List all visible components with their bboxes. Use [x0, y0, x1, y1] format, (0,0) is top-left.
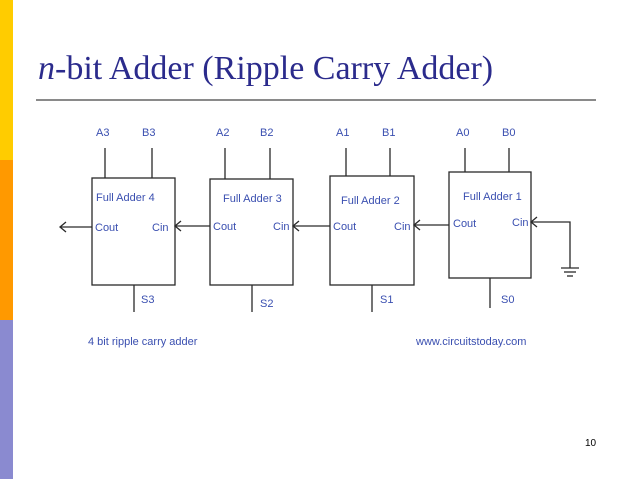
sum-label: S0	[501, 294, 514, 306]
cout-label: Cout	[95, 222, 118, 234]
cout-label: Cout	[213, 221, 236, 233]
sum-label: S1	[380, 294, 393, 306]
diagram-caption: 4 bit ripple carry adder	[88, 336, 198, 348]
cin-label: Cin	[512, 217, 529, 229]
page-number: 10	[585, 438, 597, 449]
input-a-label: A1	[336, 127, 349, 139]
input-b-label: B0	[502, 127, 515, 139]
input-b-label: B2	[260, 127, 273, 139]
cin-label: Cin	[152, 222, 169, 234]
sum-label: S2	[260, 298, 273, 310]
block-title: Full Adder 4	[96, 192, 155, 204]
title-underline	[36, 99, 596, 101]
block-title: Full Adder 1	[463, 191, 522, 203]
input-a-label: A3	[96, 127, 109, 139]
input-a-label: A2	[216, 127, 229, 139]
accent-strip-orange	[0, 160, 13, 320]
slide-title: n-bit Adder (Ripple Carry Adder)	[38, 50, 493, 88]
accent-strip-yellow	[0, 0, 13, 160]
block-title: Full Adder 3	[223, 193, 282, 205]
carry-in-wire	[531, 221, 571, 268]
input-a-label: A0	[456, 127, 469, 139]
cin-label: Cin	[273, 221, 290, 233]
sum-label: S3	[141, 294, 154, 306]
cout-label: Cout	[453, 218, 476, 230]
carry-out-arrow	[58, 221, 67, 233]
accent-strip-purple	[0, 320, 13, 479]
source-credit: www.circuitstoday.com	[415, 336, 526, 348]
input-b-label: B1	[382, 127, 395, 139]
block-title: Full Adder 2	[341, 195, 400, 207]
title-text: -bit Adder (Ripple Carry Adder)	[55, 50, 494, 87]
cout-label: Cout	[333, 221, 356, 233]
title-variable: n	[38, 50, 55, 87]
input-b-label: B3	[142, 127, 155, 139]
cin-label: Cin	[394, 221, 411, 233]
